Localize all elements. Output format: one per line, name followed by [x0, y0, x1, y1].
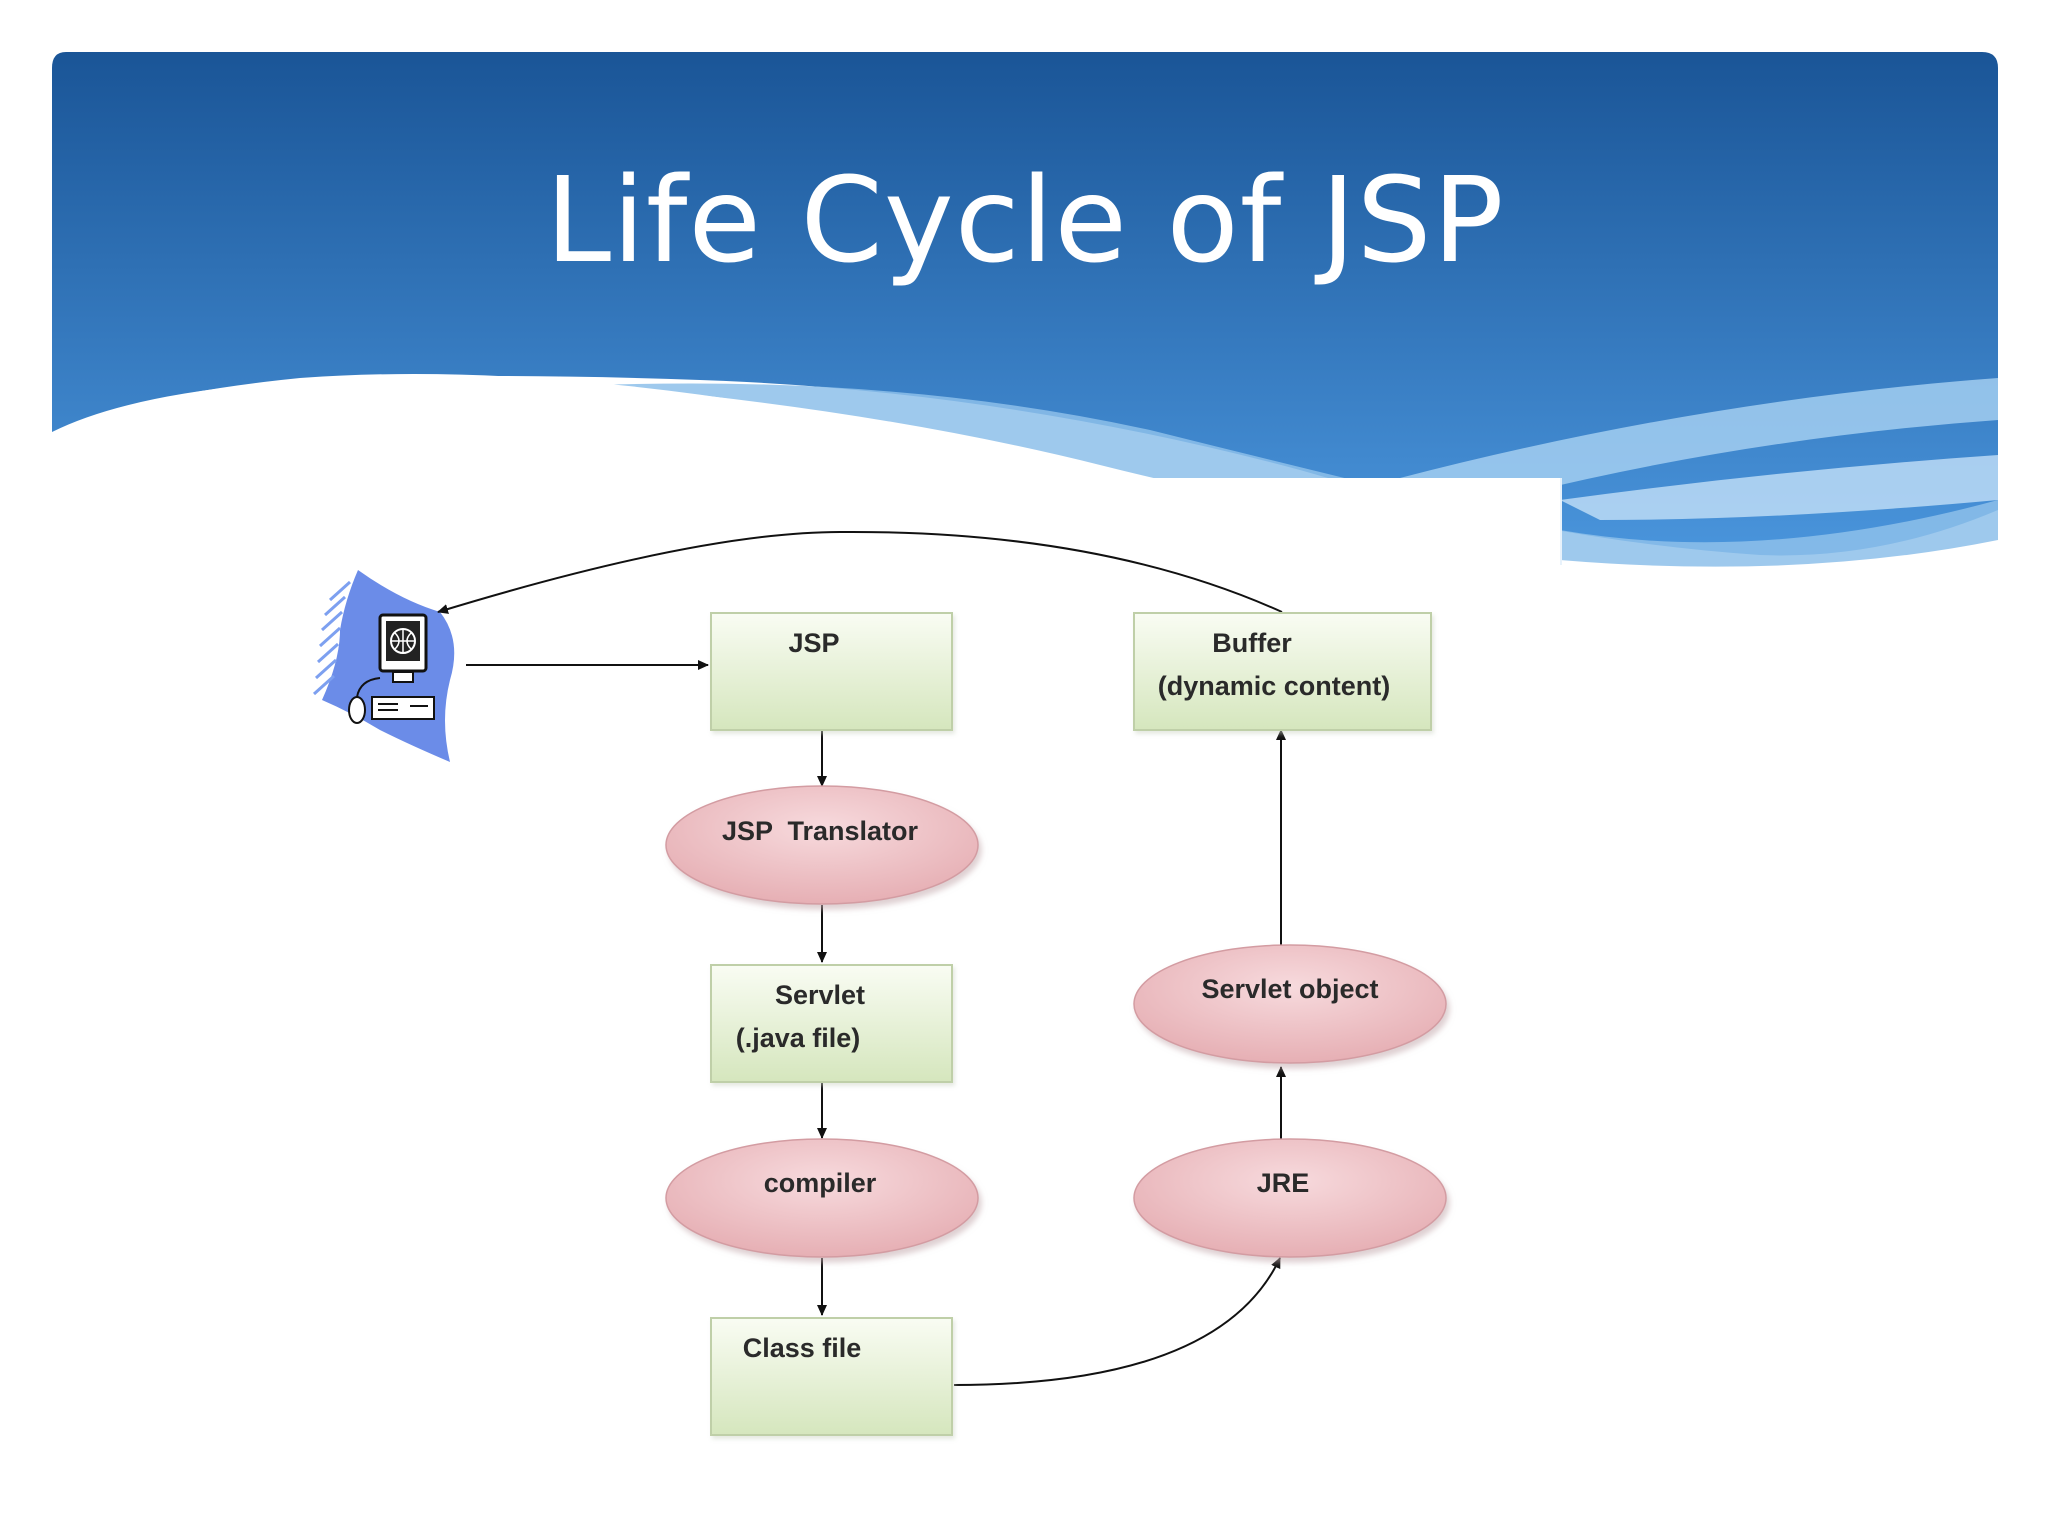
node-servlet-object-label: Servlet object: [1201, 974, 1378, 1004]
node-buffer: [1133, 612, 1432, 731]
node-jre-label: JRE: [1257, 1168, 1310, 1198]
computer-client-icon: [312, 570, 455, 762]
node-jre: [1133, 1138, 1447, 1258]
node-classfile: [710, 1317, 953, 1436]
node-jsp-label: JSP: [788, 628, 839, 658]
arrows: [437, 530, 1286, 1386]
node-jsp: [710, 612, 953, 731]
node-classfile-label: Class file: [743, 1333, 862, 1363]
slide-title: Life Cycle of JSP: [545, 151, 1505, 289]
node-buffer-label-line2: (dynamic content): [1158, 671, 1391, 701]
arrow-classfile-to-jre: [953, 1257, 1281, 1386]
node-servlet-object: [1133, 944, 1447, 1064]
node-servlet-label-line1: Servlet: [775, 980, 865, 1010]
node-compiler: [665, 1138, 979, 1258]
node-compiler-label: compiler: [764, 1168, 877, 1198]
node-servlet: [710, 964, 953, 1083]
node-jsp-translator: [665, 785, 979, 905]
arrow-buffer-to-client: [437, 530, 1283, 614]
node-servlet-label-line2: (.java file): [736, 1023, 861, 1053]
node-buffer-label-line1: Buffer: [1212, 628, 1292, 658]
node-jsp-translator-label: JSP Translator: [722, 816, 919, 846]
